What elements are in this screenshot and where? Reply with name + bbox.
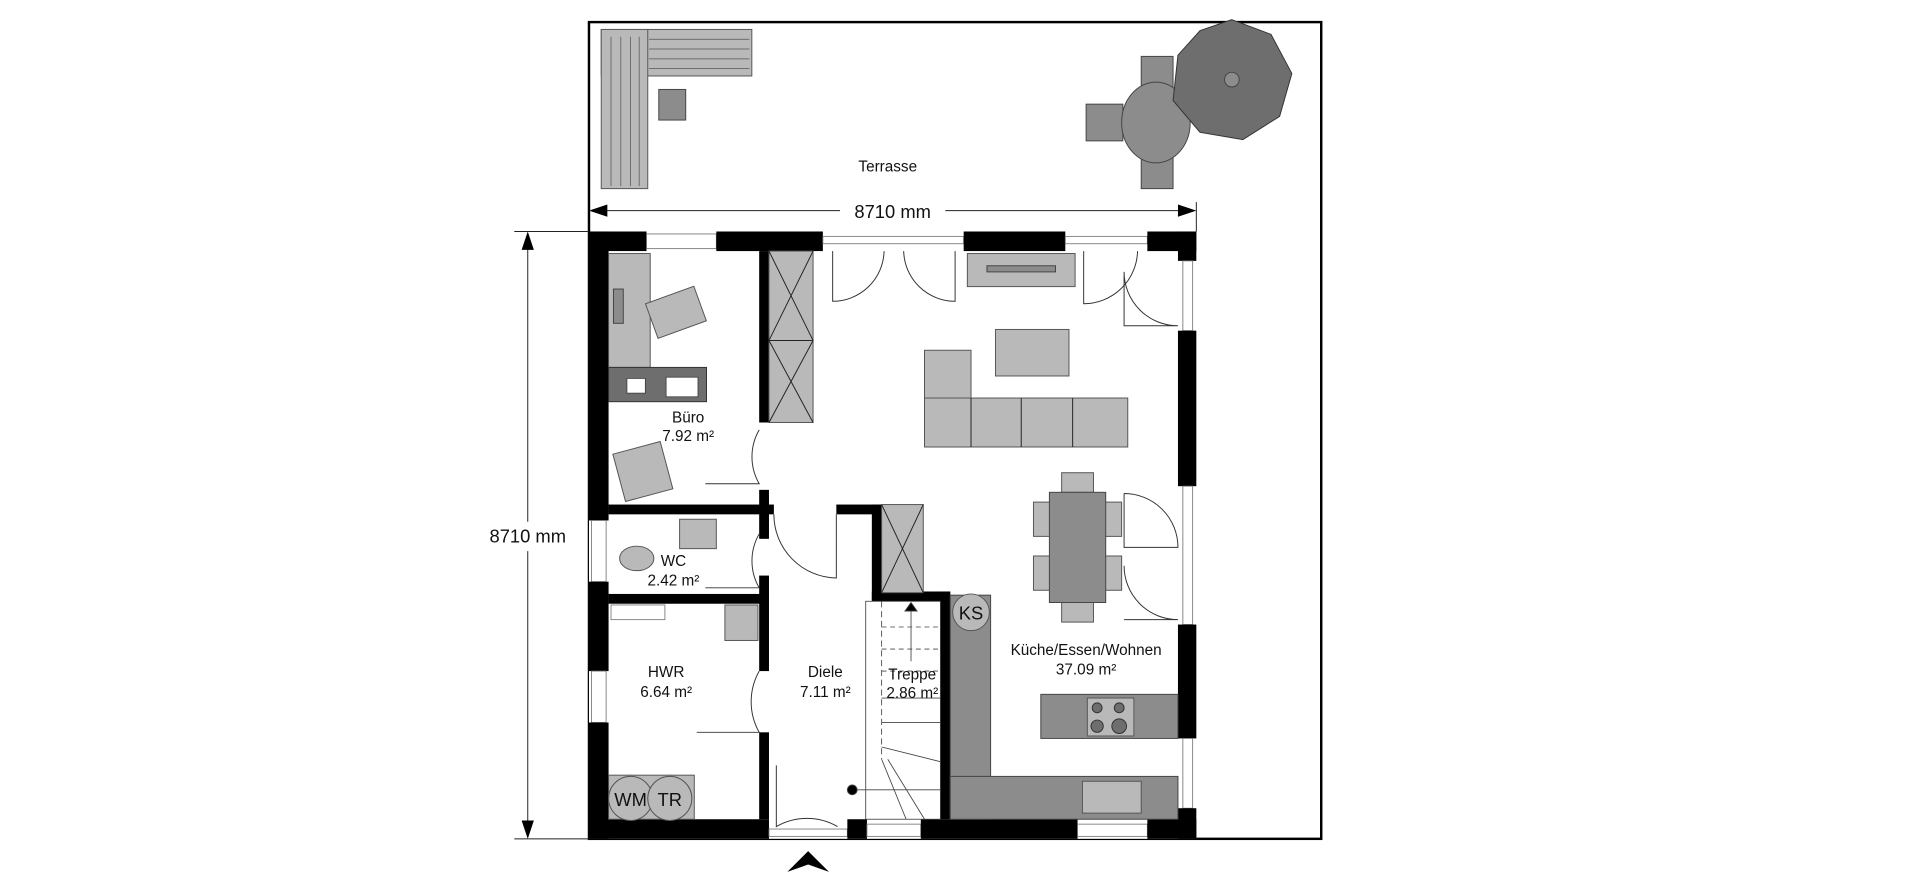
room-area-diele: 7.11 m² [800, 684, 851, 701]
height-dimension: 8710 mm [489, 231, 589, 840]
room-area-treppe: 2.86 m² [886, 685, 938, 702]
doors [696, 251, 1179, 828]
office-furniture [608, 253, 708, 503]
washer-label: WM [614, 789, 647, 810]
walls [588, 231, 1197, 839]
room-area-hwr: 6.64 m² [640, 684, 692, 701]
width-dimension: 8710 mm [588, 198, 1197, 232]
wc-fixtures [619, 518, 717, 572]
room-label-wc: WC [661, 553, 687, 570]
dining-table [1032, 472, 1123, 623]
entrance-arrow-icon [787, 851, 829, 872]
room-area-kitchen-living: 37.09 m² [1056, 662, 1116, 679]
fridge-label: KS [959, 603, 984, 624]
sofa [924, 253, 1129, 448]
lounge-sofa [600, 28, 753, 190]
room-area-wc: 2.42 m² [648, 572, 700, 589]
width-dimension-label: 8710 mm [854, 201, 931, 222]
height-dimension-label: 8710 mm [489, 526, 566, 547]
utility-furniture: WM TR [608, 604, 759, 821]
dryer-label: TR [658, 789, 682, 810]
room-label-hwr: HWR [648, 664, 685, 681]
room-area-buero: 7.92 m² [662, 428, 714, 445]
room-label-diele: Diele [808, 664, 843, 681]
terrace-table-set [1085, 19, 1293, 190]
room-label-buero: Büro [672, 410, 704, 427]
staircase [846, 600, 941, 820]
room-label-kitchen-living: Küche/Essen/Wohnen [1011, 642, 1162, 659]
room-label-terrasse: Terrasse [858, 158, 917, 175]
kitchen: KS [949, 593, 1179, 820]
room-label-treppe: Treppe [888, 667, 936, 684]
room-labels: Büro 7.92 m² WC 2.42 m² HWR 6.64 m² Diel… [640, 410, 1161, 703]
wardrobe [768, 250, 924, 594]
